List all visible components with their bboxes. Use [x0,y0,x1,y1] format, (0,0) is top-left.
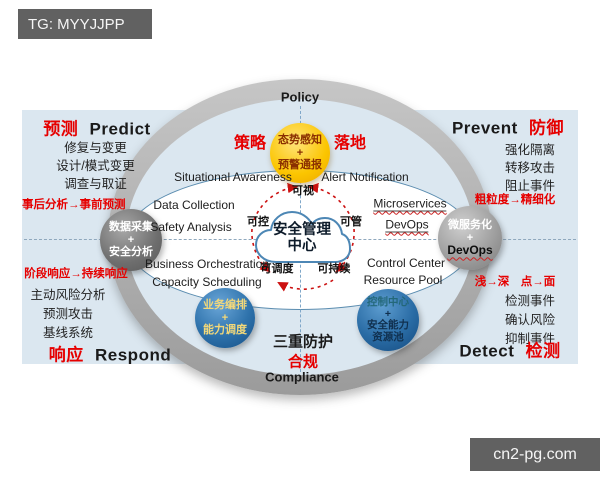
policy-label: Policy [280,89,320,105]
data-collection-circle: 数据采集 + 安全分析 [100,209,162,271]
site-watermark-text: cn2-pg.com [493,445,577,463]
top-circle-line2: 预警通报 [278,159,322,172]
detect-header: Detect 检测 [459,337,560,362]
strategy-label: 策略 [233,135,267,152]
business-orchestration-label: Business Orchestration [144,257,270,271]
left-blue-line2: 能力调度 [203,324,247,337]
prevent-items: 强化隔离 转移攻击 阻止事件 [470,141,590,195]
predict-slogan: 事后分析→事前预测 [22,199,126,211]
plus-icon: + [384,307,392,320]
landing-label: 落地 [333,135,367,152]
triple-protection-label: 三重防护 [272,333,334,351]
tg-watermark-badge: TG: MYYJJPP [18,9,152,39]
list-item: 抑制事件 [504,332,555,346]
list-item: 预测攻击 [42,307,93,321]
prevent-title-en: Prevent [451,118,518,138]
capability-manageable: 可管 [340,216,362,228]
microservices-devops-circle: 微服务化 + DevOps [438,206,502,270]
left-blue-line1: 业务编排 [203,299,247,312]
list-item: 主动风险分析 [30,288,106,302]
right-blue-line3: 资源池 [372,330,404,343]
safety-analysis-label: Safety Analysis [150,220,232,234]
respond-items: 主动风险分析 预测攻击 基线系统 [18,286,118,343]
cloud-title: 安全管理 中心 [273,222,331,254]
left-gray-line1: 数据采集 [109,221,153,234]
alert-notification-label: Alert Notification [321,170,409,184]
capacity-scheduling-label: Capacity Scheduling [152,275,262,289]
cloud-shape [255,211,351,263]
list-item: 阻止事件 [504,179,555,193]
list-item: 修复与变更 [64,141,127,155]
list-item: 强化隔离 [504,143,555,157]
site-watermark-badge: cn2-pg.com [470,438,600,471]
prevent-title-cn: 防御 [529,118,565,138]
compliance-cn-label: 合规 [287,353,319,371]
business-orchestration-circle: 业务编排 + 能力调度 [195,288,255,348]
detect-items: 检测事件 确认风险 抑制事件 [480,292,580,349]
cloud-title-line2: 中心 [287,238,317,254]
tg-watermark-text: TG: MYYJJPP [28,15,125,33]
detect-title-cn: 检测 [525,341,561,361]
microservices-label: Microservices [373,196,447,212]
list-item: 设计/模式变更 [56,159,135,173]
predict-items: 修复与变更 设计/模式变更 调查与取证 [28,139,163,193]
respond-title-cn: 响应 [48,345,84,365]
right-gray-line2: DevOps [447,243,493,258]
prevent-header: Prevent 防御 [452,114,564,139]
top-circle-line1: 态势感知 [278,134,322,147]
predict-title-en: Predict [89,119,151,139]
respond-title-en: Respond [95,345,172,365]
right-blue-line2: 安全能力 [367,319,409,331]
plus-icon: + [466,231,474,244]
control-center-label: Control Center [366,256,446,270]
respond-header: 响应 Respond [49,341,171,366]
plus-icon: + [127,233,135,246]
list-item: 转移攻击 [504,161,555,175]
capability-controllable: 可控 [247,216,269,228]
compliance-label: Compliance [265,369,339,385]
prevent-slogan: 粗粒度→精细化 [474,194,556,206]
situational-awareness-circle: 态势感知 + 预警通报 [270,123,330,183]
respond-slogan: 阶段响应→持续响应 [24,268,128,280]
capability-sustainable: 可持续 [317,263,351,275]
cloud-title-line1: 安全管理 [273,222,331,238]
predict-header: 预测 Predict [43,115,150,140]
list-item: 调查与取证 [64,177,127,191]
plus-icon: + [221,311,229,324]
list-item: 基线系统 [42,326,93,340]
list-item: 确认风险 [504,313,555,327]
right-gray-line1: 微服务化 [448,219,492,232]
predict-title-cn: 预测 [43,119,79,139]
list-item: 检测事件 [504,294,555,308]
situational-awareness-label: Situational Awareness [174,170,292,184]
right-blue-line1: 控制中心 [367,296,409,308]
data-collection-label: Data Collection [153,198,235,212]
left-gray-line2: 安全分析 [109,246,153,259]
detect-slogan: 浅→深 点→面 [474,276,556,288]
plus-icon: + [296,146,304,159]
devops-label: DevOps [385,217,429,233]
resource-pool-label: Resource Pool [363,273,443,287]
control-center-resource-circle: 控制中心 + 安全能力 资源池 [357,289,419,351]
capability-visible: 可视 [292,185,314,197]
detect-title-en: Detect [459,341,515,361]
